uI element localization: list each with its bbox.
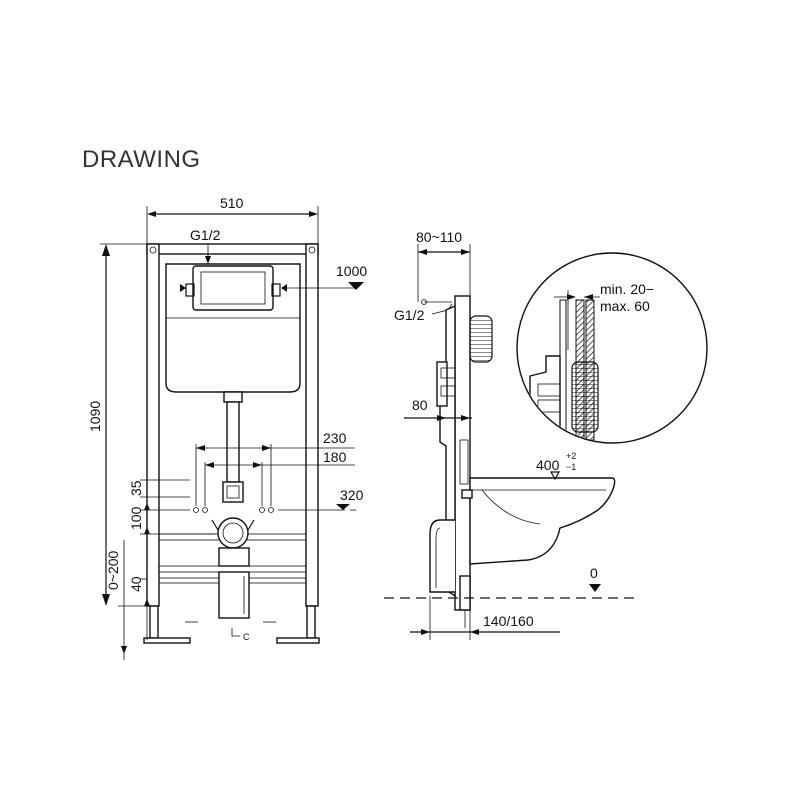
cistern bbox=[165, 263, 301, 483]
dim-80: 80 bbox=[404, 397, 472, 421]
label-320: 320 bbox=[340, 487, 364, 503]
side-view: 80~110 G1/2 bbox=[384, 229, 708, 640]
label-1090: 1090 bbox=[87, 401, 103, 432]
water-connections bbox=[193, 444, 274, 513]
floor-level: 0 bbox=[384, 565, 640, 599]
label-230: 230 bbox=[323, 430, 347, 446]
label-0-200: 0~200 bbox=[105, 550, 121, 590]
dim-320: 320 bbox=[278, 487, 364, 511]
label-140-160: 140/160 bbox=[483, 613, 534, 629]
dim-230: 230 bbox=[196, 430, 355, 451]
label-1000: 1000 bbox=[336, 263, 367, 279]
left-vertical-dims: 35 100 0~200 40 bbox=[105, 478, 215, 660]
label-180: 180 bbox=[323, 449, 347, 465]
label-35: 35 bbox=[128, 480, 144, 496]
side-frame bbox=[429, 295, 493, 628]
inlet-g12-front: G1/2 bbox=[190, 227, 221, 264]
label-400: 400 bbox=[536, 457, 560, 473]
label-min20: min. 20− bbox=[600, 281, 654, 297]
dim-400: 400 +2 −1 bbox=[536, 451, 576, 481]
dim-140-160: 140/160 bbox=[410, 596, 560, 640]
label-g12-front: G1/2 bbox=[190, 227, 221, 243]
front-view: 510 bbox=[87, 195, 367, 660]
label-tol-plus: +2 bbox=[566, 451, 576, 461]
label-g12-side: G1/2 bbox=[394, 307, 425, 323]
dim-width-510: 510 bbox=[146, 195, 319, 246]
label-510: 510 bbox=[220, 195, 244, 211]
frame bbox=[143, 243, 320, 644]
label-0: 0 bbox=[590, 565, 598, 581]
label-100: 100 bbox=[128, 506, 144, 530]
detail-circle: min. 20− max. 60 bbox=[516, 252, 708, 444]
dim-180: 180 bbox=[205, 449, 355, 468]
dim-height-1090: 1090 bbox=[87, 243, 147, 606]
label-tol-minus: −1 bbox=[566, 462, 576, 472]
flush-connector: C bbox=[185, 481, 276, 642]
toilet-bowl bbox=[461, 477, 616, 565]
label-max60: max. 60 bbox=[600, 298, 650, 314]
label-80: 80 bbox=[412, 397, 428, 413]
page-title: DRAWING bbox=[82, 146, 201, 173]
label-40: 40 bbox=[128, 576, 144, 592]
label-80-110: 80~110 bbox=[416, 229, 462, 245]
label-c: C bbox=[243, 632, 250, 642]
dim-1000: 1000 bbox=[282, 263, 367, 290]
inlet-g12-side: G1/2 bbox=[394, 299, 453, 323]
